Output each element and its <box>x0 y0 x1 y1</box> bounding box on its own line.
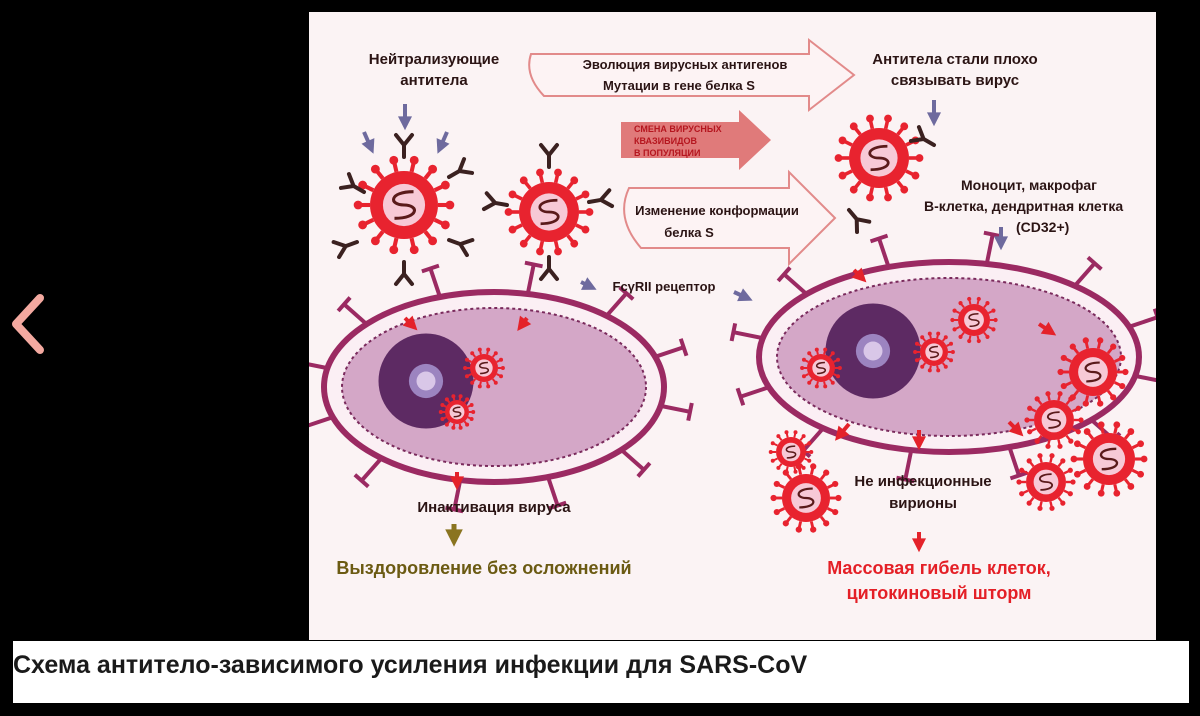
caption-bar: Схема антитело-зависимого усиления инфек… <box>13 641 1189 703</box>
antibody-8 <box>481 191 509 212</box>
replicating-virus-3 <box>800 347 842 389</box>
arrow-down-3 <box>436 131 450 154</box>
neutralized-virus-1 <box>353 155 455 255</box>
cells-line3: (CD32+) <box>1016 219 1069 235</box>
chevron-left-icon <box>12 294 44 354</box>
receptor-arrow-left <box>580 277 597 290</box>
receptor-arrow-right <box>733 288 753 302</box>
recovery-outcome: Выздоровление без осложнений <box>336 558 631 578</box>
antibody-5 <box>447 238 475 258</box>
released-virus-3 <box>1070 421 1148 497</box>
antibody-2 <box>338 172 366 194</box>
left-cell <box>309 260 694 514</box>
arrow-entry-3 <box>851 267 867 283</box>
evolution-arrow <box>528 37 856 113</box>
arrow-release-2 <box>835 422 851 441</box>
inactivation-label: Инактивация вируса <box>417 499 571 516</box>
internal-virus-2 <box>438 394 476 430</box>
poor-binding-line2: связывать вирус <box>891 72 1019 89</box>
evolution-line2: Мутации в гене белка S <box>603 78 755 93</box>
cells-line1: Моноцит, макрофаг <box>961 177 1097 193</box>
internal-virus-1 <box>463 347 505 389</box>
arrow-down-4 <box>926 100 942 127</box>
arrow-exit-right <box>1037 321 1057 336</box>
neutralizing-label-line1: Нейтрализующие <box>369 51 499 68</box>
arrow-down-1 <box>397 104 413 131</box>
arrow-down-2 <box>361 131 375 154</box>
conformation-arrow <box>623 169 837 267</box>
previous-image-button[interactable] <box>6 292 50 356</box>
antibody-10 <box>539 255 559 281</box>
quasispecies-line1: СМЕНА ВИРУСНЫХ <box>634 124 722 134</box>
conformation-line2: белка S <box>664 225 714 240</box>
cell-death-outcome-line2: цитокиновый шторм <box>847 583 1032 603</box>
antibody-4 <box>394 260 414 286</box>
antibody-3 <box>331 240 359 260</box>
antibody-6 <box>447 157 475 179</box>
quasispecies-arrow <box>621 110 771 170</box>
released-virus-2 <box>1024 391 1084 449</box>
arrow-release-1 <box>911 430 927 451</box>
arrow-release-3 <box>1007 420 1024 437</box>
antibody-9 <box>587 188 615 209</box>
arrow-recovery <box>445 524 463 547</box>
evolution-line1: Эволюция вирусных антигенов <box>583 57 788 72</box>
released-virus-1 <box>1057 337 1129 407</box>
arrow-to-outcome <box>911 532 927 553</box>
poor-binding-line1: Антитела стали плохо <box>872 51 1037 68</box>
noninfectious-line1: Не инфекционные <box>854 473 991 490</box>
diagram-panel: Нейтрализующие антитела Инактивация виру… <box>309 12 1156 640</box>
released-virus-4 <box>1016 453 1076 511</box>
neutralizing-label-line2: антитела <box>400 72 468 89</box>
arrow-entry-1 <box>402 315 418 331</box>
receptor-label: FcγRII рецептор <box>613 279 716 294</box>
weak-antibody-1 <box>908 125 936 147</box>
neutralized-virus-2 <box>504 168 594 256</box>
replicating-virus-2 <box>913 331 955 373</box>
replicating-virus-1 <box>950 296 998 344</box>
arrow-inactivation <box>449 472 465 491</box>
image-caption: Схема антитело-зависимого усиления инфек… <box>13 651 808 679</box>
weak-antibody-2 <box>847 208 872 234</box>
ade-diagram: Нейтрализующие антитела Инактивация виру… <box>309 37 1156 603</box>
arrow-down-5 <box>993 227 1009 251</box>
quasispecies-line2: КВАЗИВИДОВ <box>634 136 698 146</box>
antibody-1 <box>394 133 414 159</box>
arrow-entry-2 <box>517 315 532 331</box>
weak-bound-virus <box>834 114 924 202</box>
released-virus-5 <box>768 430 814 474</box>
cells-line2: В-клетка, дендритная клетка <box>924 198 1123 214</box>
cell-death-outcome-line1: Массовая гибель клеток, <box>827 558 1051 578</box>
conformation-line1: Изменение конформации <box>635 203 799 218</box>
quasispecies-line3: В ПОПУЛЯЦИИ <box>634 148 701 158</box>
released-virus-6 <box>770 463 842 533</box>
noninfectious-line2: вирионы <box>889 495 957 512</box>
antibody-7 <box>539 143 559 169</box>
